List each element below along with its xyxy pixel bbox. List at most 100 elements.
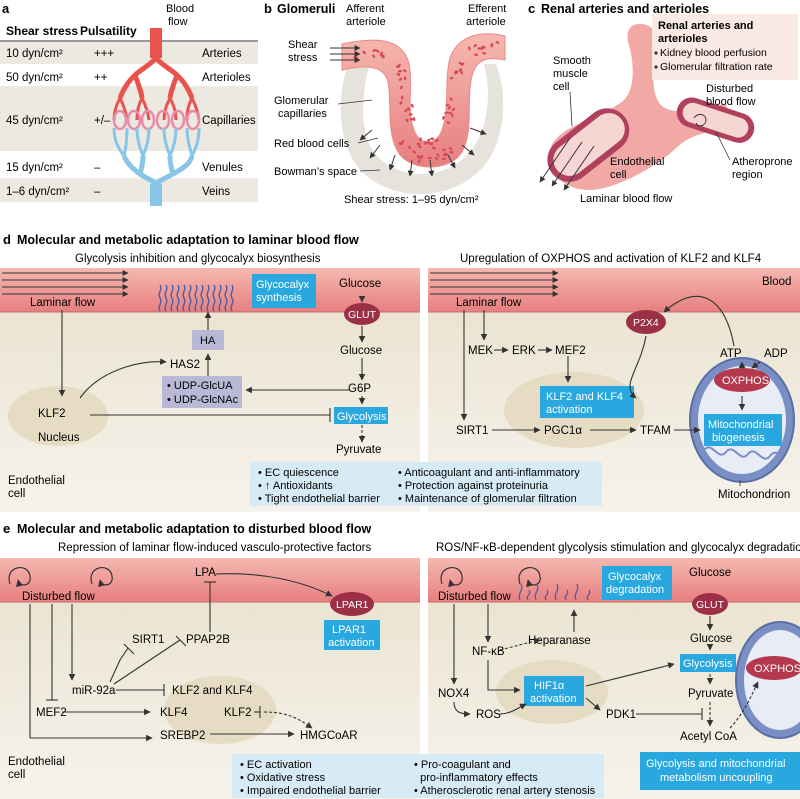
red-blood-cell-dot	[405, 118, 409, 123]
red-blood-cell-dot	[435, 139, 439, 143]
udp-2: • UDP-GlcNAc	[167, 394, 239, 406]
laminar-blood-flow-label: Laminar blood flow	[580, 193, 672, 205]
mito-matrix-e	[744, 630, 800, 730]
e-left-pathway-arrows	[29, 573, 333, 742]
panel-e-left-subtitle: Repression of laminar flow-induced vascu…	[58, 542, 371, 554]
red-blood-cell-dot	[434, 156, 439, 160]
d-laminar-arrows-left	[2, 270, 129, 297]
mito-biogenesis-box	[704, 414, 782, 446]
red-blood-cell-dot	[362, 50, 366, 55]
mitochondrion-label: Mitochondrion	[718, 489, 790, 501]
red-blood-cell-dot	[482, 51, 487, 55]
endo-label-1: Endothelial	[610, 156, 664, 168]
panel-a-rows: 10 dyn/cm² +++ Arteries 50 dyn/cm² ++ Ar…	[6, 48, 256, 198]
d-left-blood-band	[0, 268, 420, 312]
klf-activation-box	[540, 386, 634, 418]
red-blood-cell-dot	[442, 115, 445, 120]
smooth-leader	[569, 91, 573, 127]
row-arterioles-shear: 50 dyn/cm²	[6, 72, 63, 84]
e-glucose-top: Glucose	[689, 567, 731, 579]
lpar1-act-1: LPAR1	[332, 624, 366, 636]
adp-label: ADP	[764, 348, 788, 360]
nfkb-label: NF-κB	[472, 646, 505, 658]
pdk1-label: PDK1	[606, 709, 636, 721]
glycocalyx-fragment	[564, 589, 569, 601]
panel-d-label: d	[3, 232, 11, 247]
capillary-loops	[112, 109, 201, 131]
row-arteries-vessel: Arteries	[202, 48, 242, 60]
red-blood-cell-dot	[449, 76, 454, 80]
glycocalyx-strand	[230, 284, 234, 312]
acetyl-coa-label: Acetyl CoA	[680, 731, 737, 743]
red-blood-cell-dot	[408, 145, 411, 150]
oxphos-node-e	[746, 656, 800, 680]
glycocalyx-strand	[164, 284, 168, 312]
red-blood-cell-dot	[449, 146, 453, 151]
e-disturbed-label-right: Disturbed flow	[438, 591, 512, 603]
blood-label: Blood	[762, 276, 791, 288]
red-blood-cell-dot	[448, 111, 452, 115]
d-endo-cell-2: cell	[8, 488, 25, 500]
athero-label-1: Atheroprone	[732, 156, 793, 168]
klf-act-2: activation	[546, 404, 592, 416]
e-eff-r-1: • Pro-coagulant and	[414, 759, 511, 771]
e-glycolysis-box	[680, 654, 736, 672]
glyco-deg-1: Glycocalyx	[608, 571, 662, 583]
red-blood-cell-dot	[403, 76, 407, 81]
red-blood-cell-dot	[495, 41, 500, 44]
red-blood-cell-dot	[424, 140, 427, 145]
d-eff-r-1: • Anticoagulant and anti-inflammatory	[398, 467, 580, 479]
glycocalyx-strand	[200, 284, 204, 312]
row-capillaries-vessel: Capillaries	[202, 115, 256, 127]
arteriole-branches	[112, 97, 201, 121]
e-glut-label: GLUT	[696, 599, 725, 611]
e-glycolysis-label: Glycolysis	[683, 658, 733, 670]
mito-bio-1: Mitochondrial	[708, 419, 773, 431]
klf2-label: KLF2	[38, 408, 66, 420]
ha-box	[192, 330, 224, 350]
d-eff-r-2: • Protection against proteinuria	[398, 480, 549, 492]
panel-b: b Glomeruli Afferent arteriole Efferent …	[264, 1, 506, 206]
glycocalyx-strand	[170, 284, 174, 312]
disturbed-flow-vortex	[693, 113, 707, 127]
red-blood-cell-dot	[445, 103, 450, 107]
bullet-dot	[654, 65, 658, 69]
e-effects-box	[232, 754, 604, 798]
panel-d-right-subtitle: Upregulation of OXPHOS and activation of…	[460, 253, 762, 265]
glom-caps-leader	[337, 99, 373, 105]
pgc-label: PGC1α	[544, 425, 582, 437]
glycocalyx-strand	[158, 284, 162, 312]
panel-e-label: e	[3, 521, 10, 536]
red-blood-cell-dot	[409, 118, 414, 121]
row-arterioles-vessel: Arterioles	[202, 72, 251, 84]
red-blood-cell-dot	[458, 61, 463, 65]
d-eff-l-3: • Tight endothelial barrier	[258, 493, 380, 505]
red-blood-cell-dot	[427, 156, 432, 160]
erk-label: ERK	[512, 345, 536, 357]
red-blood-cell-dot	[447, 105, 451, 110]
glycocalyx-strand	[206, 284, 210, 312]
g6p-label: G6P	[348, 383, 371, 395]
renal-box-item-1: Kidney blood perfusion	[660, 47, 767, 59]
renal-box-title-2: arterioles	[658, 33, 708, 45]
red-blood-cell-dot	[449, 151, 454, 154]
e-pyruvate-label: Pyruvate	[688, 688, 733, 700]
red-blood-cell-dot	[398, 77, 403, 81]
row-arteries-puls: +++	[94, 48, 114, 60]
red-blood-cell-dot	[436, 153, 440, 157]
panel-a-label: a	[2, 1, 10, 16]
heparanase-label: Heparanase	[528, 635, 591, 647]
e-sirt1-label: SIRT1	[132, 634, 164, 646]
red-blood-cell-dot	[441, 157, 446, 161]
venule-branches	[112, 127, 201, 157]
arteriole-cross-section	[676, 97, 755, 143]
glycocalyx-strand	[224, 284, 228, 312]
d-pyruvate-label: Pyruvate	[336, 444, 381, 456]
red-blood-cell-dot	[482, 45, 486, 49]
laminar-flow-arrows	[539, 137, 595, 191]
red-blood-cell-dot	[490, 43, 494, 47]
afferent-label-2: arteriole	[346, 16, 386, 28]
e-disturbed-label: Disturbed flow	[22, 591, 96, 603]
e-glut-transporter	[692, 593, 728, 615]
